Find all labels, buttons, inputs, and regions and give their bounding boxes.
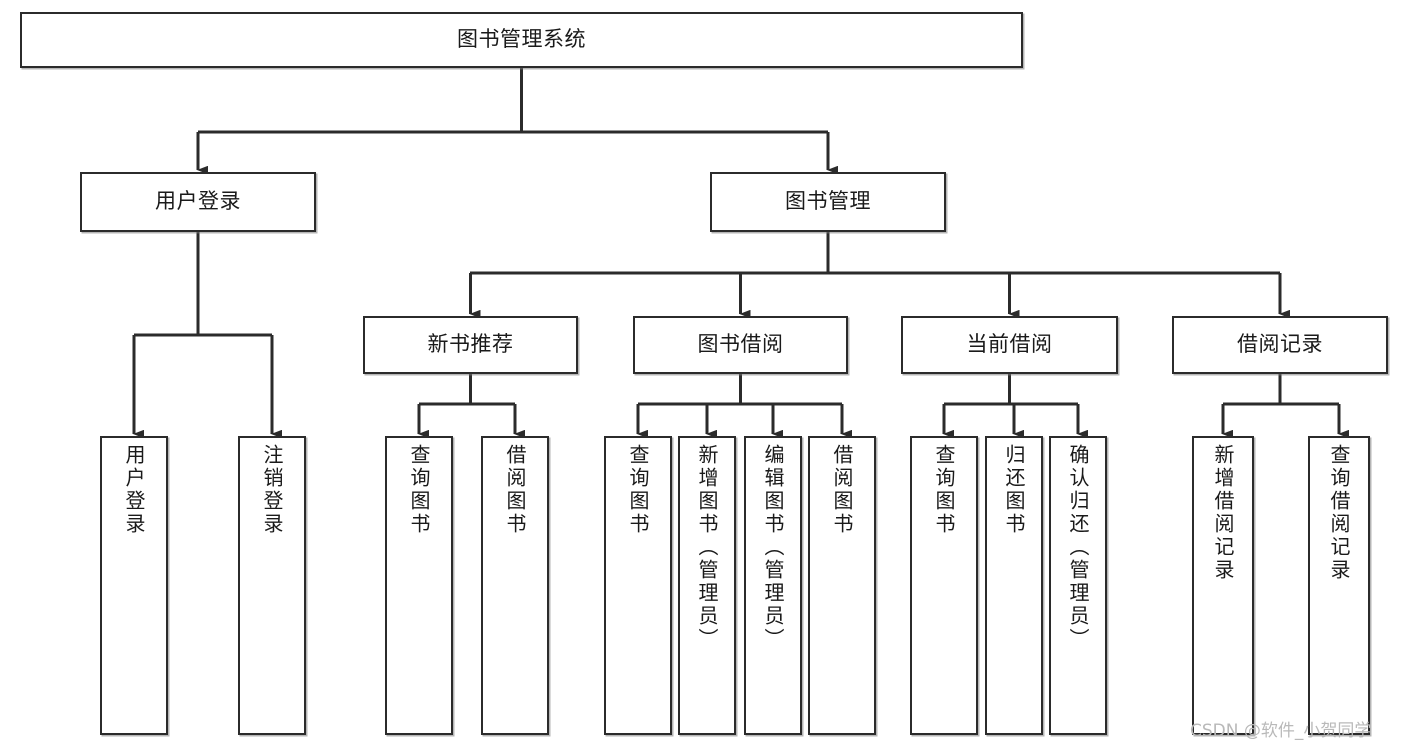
- node-book-borrow[interactable]: 图书借阅: [633, 316, 848, 374]
- node-leaf-borrow-query[interactable]: 查询图书: [604, 436, 672, 735]
- node-label: 查询借阅记录: [1327, 444, 1351, 582]
- node-leaf-cur-confirm[interactable]: 确认归还（管理员）: [1049, 436, 1107, 735]
- node-leaf-rec-search[interactable]: 查询借阅记录: [1308, 436, 1370, 735]
- node-label: 图书管理系统: [457, 27, 586, 52]
- node-leaf-user-logout[interactable]: 注销登录: [238, 436, 306, 735]
- node-leaf-borrow-add[interactable]: 新增图书（管理员）: [678, 436, 736, 735]
- node-label: 查询图书: [626, 444, 650, 536]
- node-label: 图书借阅: [697, 332, 784, 357]
- node-leaf-borrow-lend[interactable]: 借阅图书: [808, 436, 876, 735]
- node-book-manage[interactable]: 图书管理: [710, 172, 946, 232]
- node-label: 用户登录: [122, 444, 146, 536]
- node-new-book-rec[interactable]: 新书推荐: [363, 316, 578, 374]
- node-label: 借阅记录: [1237, 332, 1323, 357]
- node-label: 借阅图书: [830, 444, 854, 536]
- node-label: 新增图书（管理员）: [695, 444, 719, 651]
- node-leaf-rec-add[interactable]: 新增借阅记录: [1192, 436, 1254, 735]
- node-label: 查询图书: [932, 444, 956, 536]
- node-label: 图书管理: [785, 189, 871, 214]
- node-label: 确认归还（管理员）: [1066, 444, 1090, 651]
- node-leaf-cur-return[interactable]: 归还图书: [985, 436, 1043, 735]
- node-label: 新增借阅记录: [1211, 444, 1235, 582]
- node-label: 归还图书: [1002, 444, 1026, 536]
- node-root[interactable]: 图书管理系统: [20, 12, 1023, 68]
- node-label: 用户登录: [155, 189, 241, 214]
- node-label: 借阅图书: [503, 444, 527, 536]
- node-label: 编辑图书（管理员）: [761, 444, 785, 651]
- node-leaf-borrow-edit[interactable]: 编辑图书（管理员）: [744, 436, 802, 735]
- node-current-borrow[interactable]: 当前借阅: [901, 316, 1118, 374]
- node-leaf-user-login[interactable]: 用户登录: [100, 436, 168, 735]
- node-label: 新书推荐: [427, 332, 514, 357]
- node-leaf-rec-query[interactable]: 查询图书: [385, 436, 453, 735]
- node-user-login[interactable]: 用户登录: [80, 172, 316, 232]
- node-label: 当前借阅: [966, 332, 1053, 357]
- node-borrow-record[interactable]: 借阅记录: [1172, 316, 1388, 374]
- node-label: 查询图书: [407, 444, 431, 536]
- node-label: 注销登录: [260, 444, 284, 536]
- node-leaf-cur-query[interactable]: 查询图书: [910, 436, 978, 735]
- node-leaf-rec-borrow[interactable]: 借阅图书: [481, 436, 549, 735]
